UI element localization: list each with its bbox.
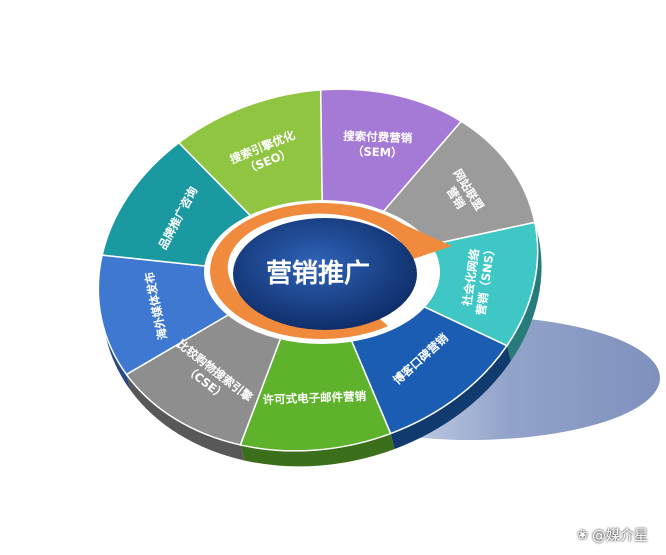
arrow-head-icon bbox=[398, 222, 452, 262]
segment-edge-cse bbox=[126, 374, 245, 461]
watermark-text: @媒介星 bbox=[592, 528, 648, 544]
segment-label-line: 许可式电子邮件营销 bbox=[262, 389, 366, 407]
segment-edge-sns bbox=[506, 222, 542, 362]
center-hub: 营销推广 bbox=[204, 200, 452, 344]
paw-icon: ❀ bbox=[577, 527, 588, 543]
segment-label-sem: 搜索付费营销（SEM） bbox=[343, 129, 413, 160]
watermark: ❀ @媒介星 bbox=[577, 525, 648, 545]
segment-label-line: 搜索付费营销 bbox=[343, 129, 413, 145]
segment-edge-blog bbox=[390, 345, 511, 450]
center-title: 营销推广 bbox=[266, 259, 370, 289]
segment-label-line: （SEM） bbox=[352, 144, 403, 160]
segment-label-email: 许可式电子邮件营销 bbox=[262, 389, 366, 407]
center-disc bbox=[233, 218, 417, 330]
